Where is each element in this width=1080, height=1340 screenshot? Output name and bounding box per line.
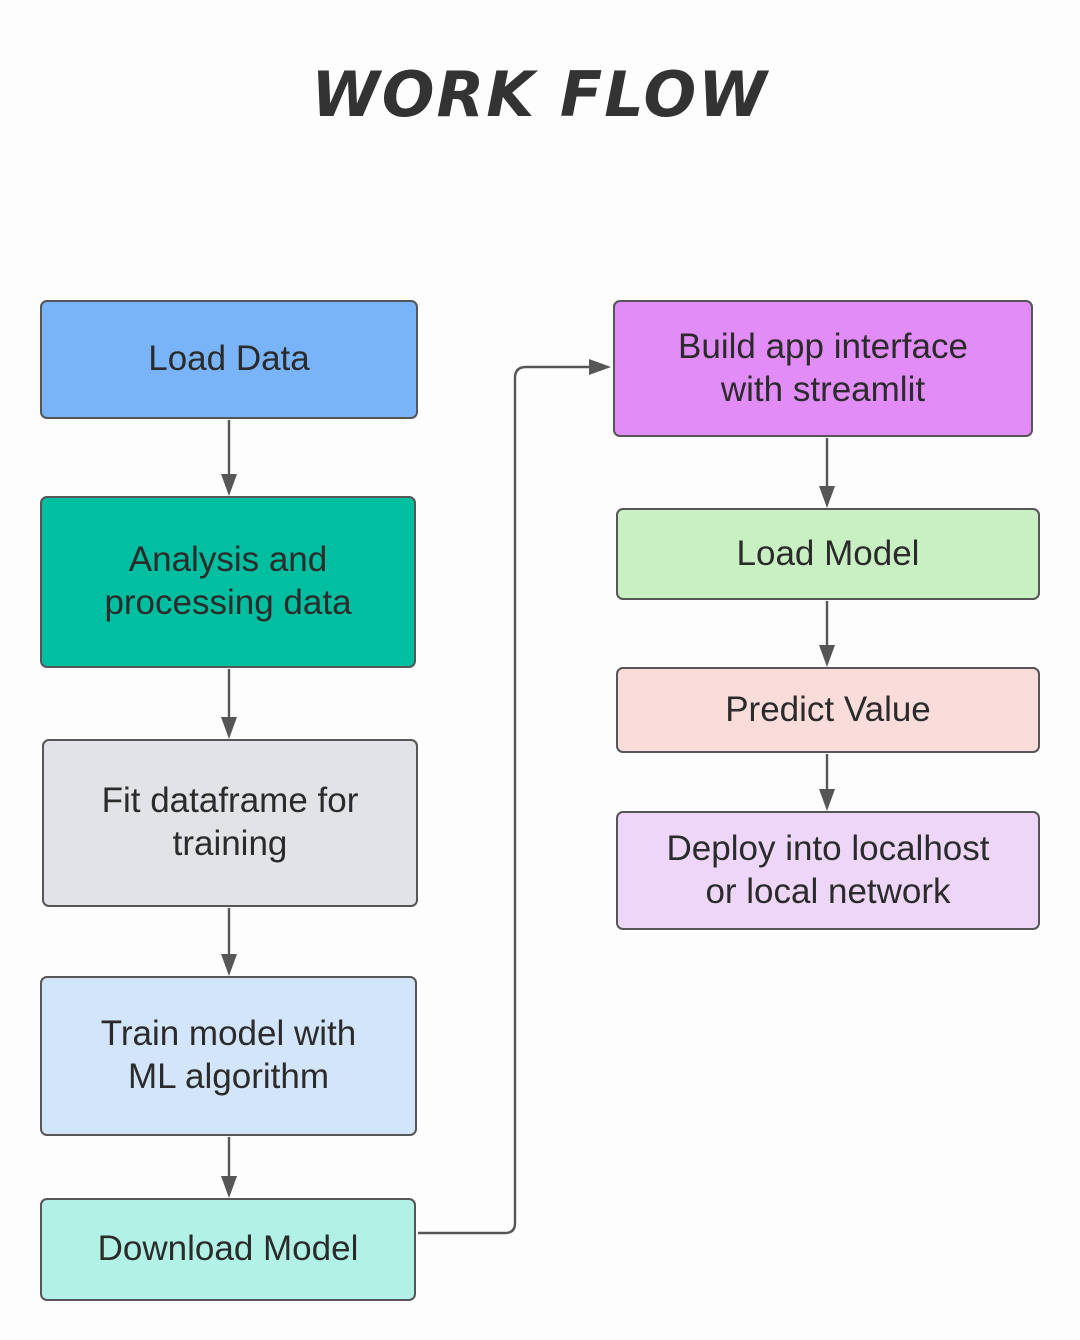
node-build-app-interface-with-streamlit[interactable]: Build app interface with streamlit [613,300,1033,437]
node-train-model-with-ml-algorithm[interactable]: Train model with ML algorithm [40,976,417,1136]
edge-load-data-to-analysis [221,420,237,496]
node-analysis-and-processing-data[interactable]: Analysis and processing data [40,496,416,668]
node-load-model[interactable]: Load Model [616,508,1040,600]
edge-train-model-to-download-model [221,1137,237,1198]
edge-load-model-to-predict-value [819,601,835,667]
edge-predict-value-to-deploy [819,754,835,811]
edge-fit-dataframe-to-train-model [221,908,237,976]
node-predict-value[interactable]: Predict Value [616,667,1040,753]
node-deploy-into-localhost-or-local-network[interactable]: Deploy into localhost or local network [616,811,1040,930]
edge-build-app-to-load-model [819,438,835,508]
node-fit-dataframe-for-training[interactable]: Fit dataframe for training [42,739,418,907]
edge-download-model-to-build-app [418,359,611,1235]
node-download-model[interactable]: Download Model [40,1198,416,1301]
page-title: WORK FLOW [311,58,769,131]
edge-analysis-to-fit-dataframe [221,669,237,739]
node-load-data[interactable]: Load Data [40,300,418,419]
